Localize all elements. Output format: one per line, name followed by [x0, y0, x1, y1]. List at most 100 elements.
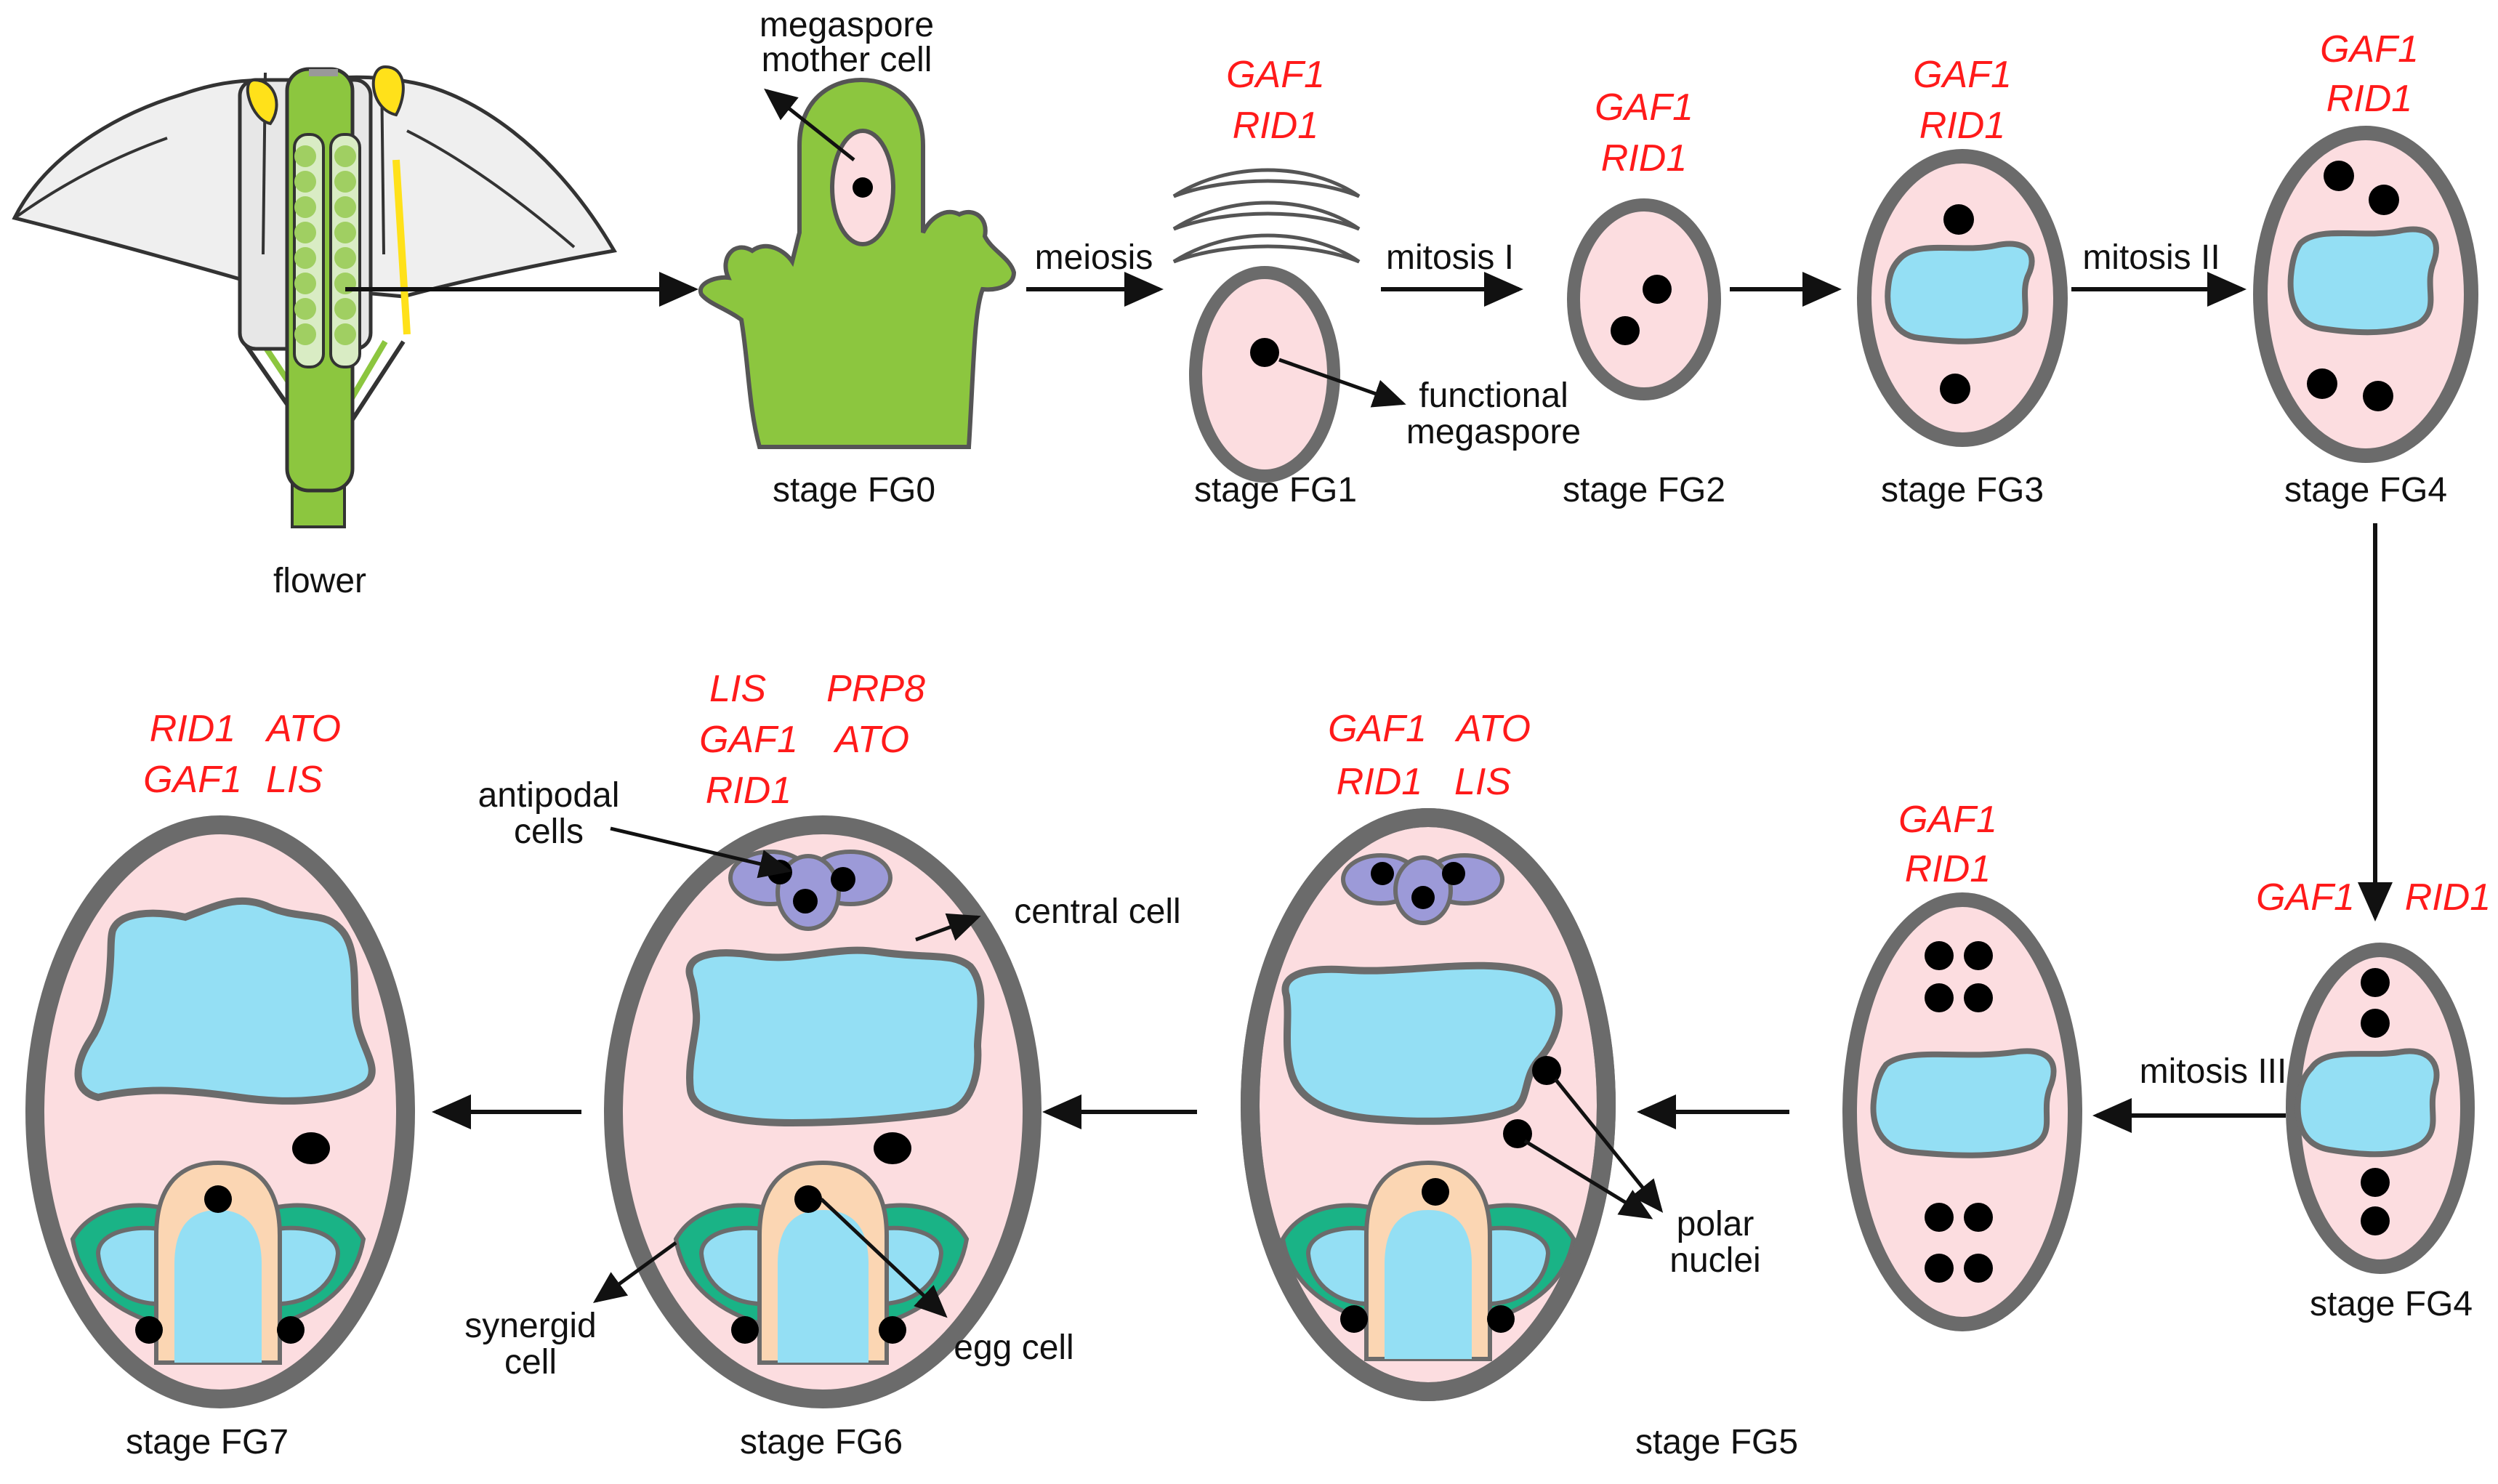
- nucleus: [1925, 1254, 1954, 1283]
- stage-fg3-label: stage FG3: [1881, 471, 2044, 509]
- fg5-gene-4: LIS: [1454, 761, 1511, 803]
- nucleus: [853, 177, 873, 198]
- embryo-sac-fg5: [1241, 808, 1616, 1401]
- nucleus: [2324, 161, 2354, 191]
- central-cell-nucleus: [874, 1132, 911, 1164]
- embryo-sac-fg6: [604, 815, 1041, 1408]
- arrow-to-egg-cell: [820, 1198, 948, 1318]
- fg3-gene-2: RID1: [1919, 105, 2005, 147]
- vacuole: [1870, 1048, 2057, 1158]
- stage-fg4-right-label: stage FG4: [2310, 1285, 2473, 1323]
- megaspore-mother-cell-label-line1: megaspore: [760, 6, 934, 44]
- mitosis-2-label: mitosis II: [2082, 238, 2220, 277]
- fg4-mid-gene-1: GAF1: [1898, 799, 1997, 841]
- ovule-primordium-fg0: [698, 77, 1017, 449]
- fg5-gene-3: RID1: [1337, 761, 1422, 803]
- fg4-right-gene-2: RID1: [2405, 876, 2491, 919]
- stage-fg5-label: stage FG5: [1635, 1423, 1798, 1461]
- vacuole: [2287, 226, 2439, 336]
- fg5-gene-2: ATO: [1454, 708, 1531, 750]
- antipodal-cells-label-line1: antipodal: [478, 776, 620, 815]
- central-vacuole: [685, 946, 985, 1127]
- nucleus: [1964, 983, 1993, 1012]
- flower-label: flower: [273, 562, 366, 600]
- polar-nuclei-label-line1: polar: [1677, 1205, 1754, 1243]
- central-vacuole: [74, 897, 376, 1105]
- embryo-sac-fg7: [25, 815, 415, 1408]
- nucleus: [2361, 1009, 2390, 1038]
- stage-fg0-label: stage FG0: [773, 471, 935, 509]
- arrow-to-synergid-cell: [592, 1241, 677, 1303]
- fg4-mid-gene-2: RID1: [1905, 848, 1991, 890]
- arrow-to-antipodal-cells: [610, 826, 792, 879]
- arrow-to-polar-nuclei-2: [1523, 1139, 1653, 1219]
- central-vacuole: [1281, 961, 1563, 1125]
- fg4-top-gene-2: RID1: [2326, 78, 2412, 120]
- embryo-sac-fg1: [1172, 168, 1361, 483]
- arrow-to-megaspore-mother-cell: [764, 88, 855, 161]
- embryo-sac-fg3: [1857, 149, 2068, 447]
- arrow-to-central-cell: [915, 913, 981, 942]
- fg6-gene-5: RID1: [706, 770, 791, 812]
- fg7-gene-2: ATO: [265, 708, 341, 750]
- fg6-gene-4: ATO: [833, 719, 909, 761]
- egg-nucleus: [794, 1185, 822, 1213]
- functional-megaspore-label-line2: megaspore: [1406, 413, 1581, 451]
- arrow-to-functional-megaspore: [1278, 358, 1406, 408]
- central-cell-nucleus: [292, 1132, 330, 1164]
- central-cell-label: central cell: [1014, 892, 1180, 931]
- fg6-gene-2: PRP8: [826, 668, 925, 710]
- egg-cell-label: egg cell: [954, 1328, 1073, 1367]
- functional-megaspore-label-line1: functional: [1419, 376, 1568, 415]
- embryo-sac-fg4-top: [2253, 126, 2478, 463]
- meiosis-label: meiosis: [1035, 238, 1153, 277]
- nucleus: [2369, 185, 2399, 215]
- fg2-gene-2: RID1: [1601, 137, 1687, 180]
- functional-megaspore-cell: [1189, 266, 1340, 483]
- nucleus: [2363, 381, 2393, 411]
- stage-fg4-top-label: stage FG4: [2284, 471, 2447, 509]
- nucleus: [2361, 968, 2390, 997]
- embryo-sac-8-nucleate: [1842, 892, 2082, 1331]
- polar-nucleus: [1532, 1056, 1561, 1085]
- polar-nuclei-label-line2: nuclei: [1669, 1241, 1760, 1280]
- fg3-gene-1: GAF1: [1913, 54, 2012, 96]
- fg5-gene-1: GAF1: [1328, 708, 1427, 750]
- mitosis-3-label: mitosis III: [2140, 1052, 2287, 1091]
- nucleus: [1943, 204, 1974, 235]
- embryo-sac-fg2: [1567, 198, 1721, 400]
- embryo-sac-fg4-right: [2286, 943, 2475, 1274]
- fg1-gene-1: GAF1: [1226, 54, 1325, 96]
- fg7-gene-1: RID1: [150, 708, 235, 750]
- antipodal-cells-label-line2: cells: [514, 812, 584, 851]
- vacuole: [1885, 241, 2035, 344]
- nucleus: [1611, 316, 1640, 345]
- fg7-gene-3: GAF1: [143, 759, 242, 801]
- nucleus: [1964, 941, 1993, 970]
- stage-fg6-label: stage FG6: [740, 1423, 903, 1461]
- nucleus: [1940, 374, 1970, 404]
- stage-fg1-label: stage FG1: [1194, 471, 1357, 509]
- stage-fg7-label: stage FG7: [126, 1423, 289, 1461]
- fg4-top-gene-1: GAF1: [2320, 28, 2419, 70]
- fg1-gene-2: RID1: [1233, 105, 1318, 147]
- fg7-gene-4: LIS: [266, 759, 323, 801]
- flower-illustration: [12, 65, 617, 528]
- nucleus: [1925, 983, 1954, 1012]
- nucleus: [1964, 1254, 1993, 1283]
- fg6-gene-3: GAF1: [699, 719, 798, 761]
- vacuole: [2294, 1048, 2440, 1158]
- nucleus: [2361, 1168, 2390, 1197]
- synergid-cell-label-line1: synergid: [464, 1307, 596, 1345]
- fg6-gene-1: LIS: [709, 668, 766, 710]
- nucleus: [2361, 1206, 2390, 1235]
- nucleus: [1925, 941, 1954, 970]
- stage-fg2-label: stage FG2: [1563, 471, 1725, 509]
- nucleus: [1643, 275, 1672, 304]
- arrow-to-polar-nuclei-1: [1554, 1078, 1664, 1213]
- egg-nucleus: [204, 1185, 232, 1213]
- nucleus: [1250, 338, 1279, 367]
- synergid-cell-label-line2: cell: [504, 1343, 557, 1382]
